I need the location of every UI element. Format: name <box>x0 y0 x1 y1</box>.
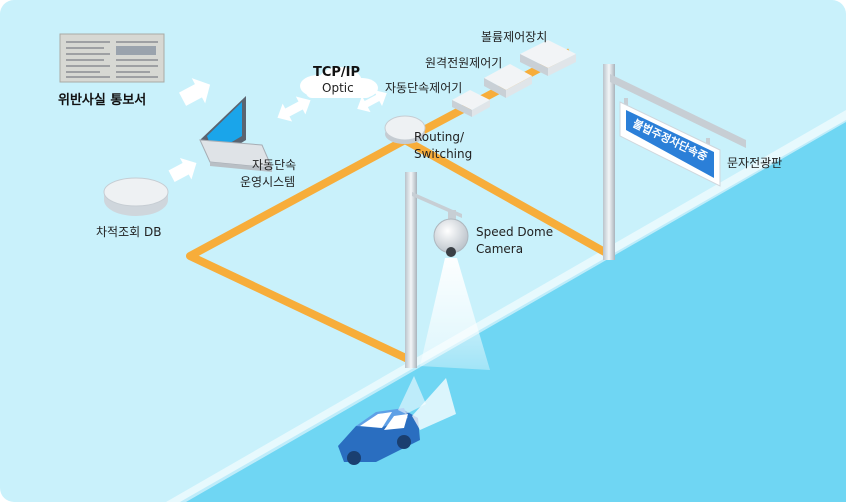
camera-beam <box>420 258 490 370</box>
speed-dome-label-line2: Camera <box>476 242 523 256</box>
flow-arrows <box>168 78 387 182</box>
vehicle-db-label: 차적조회 DB <box>96 225 161 239</box>
arrow-icon <box>179 78 211 106</box>
operating-system-label-line1: 자동단속 <box>252 158 296 172</box>
road-edge <box>166 110 846 502</box>
volume-controller-box <box>520 40 576 76</box>
camera-pole <box>405 172 462 368</box>
volume-controller-label: 볼륨제어장치 <box>481 30 547 44</box>
tcpip-label: TCP/IP <box>313 65 360 80</box>
car-icon <box>338 408 420 465</box>
speed-dome-label-line1: Speed Dome <box>476 225 553 239</box>
auto-enforcement-controller-box <box>452 90 490 117</box>
router-label-line1: Routing/ <box>414 130 465 144</box>
document-icon <box>59 33 165 83</box>
optic-label: Optic <box>322 81 354 95</box>
double-arrow-icon <box>357 89 387 113</box>
router-icon <box>384 115 426 144</box>
sign-pole <box>603 64 746 260</box>
cloud-icon <box>300 67 378 98</box>
arrow-icon <box>168 157 197 182</box>
dome-camera-icon <box>433 218 469 257</box>
headlight-beam <box>412 378 456 430</box>
operating-system-label-line2: 운영시스템 <box>240 175 295 189</box>
signboard-icon <box>619 101 721 187</box>
database-icon <box>103 177 169 216</box>
double-arrow-icon <box>277 96 311 122</box>
headlight-beam <box>398 376 426 414</box>
text-sign-board-label: 문자전광판 <box>727 156 782 170</box>
laptop-icon <box>199 96 273 172</box>
violation-notice-label: 위반사실 통보서 <box>58 92 146 108</box>
remote-power-controller-box <box>484 64 532 98</box>
auto-enforcement-controller-label: 자동단속제어기 <box>385 81 462 95</box>
remote-power-controller-label: 원격전원제어기 <box>425 56 502 70</box>
router-label-line2: Switching <box>414 147 472 161</box>
